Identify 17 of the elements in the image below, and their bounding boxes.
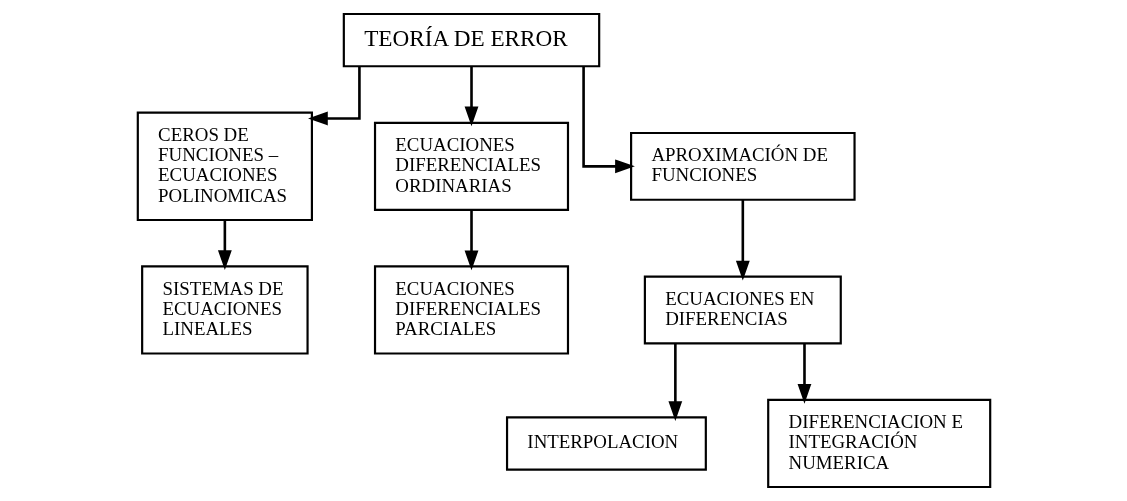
node-box: ECUACIONES EN DIFERENCIAS [643, 275, 842, 345]
arrow [464, 210, 478, 271]
node-box: ECUACIONES DIFERENCIALES ORDINARIAS [373, 121, 569, 211]
arrow [307, 66, 361, 126]
arrow [797, 343, 811, 404]
node-box: TEORÍA DE ERROR [342, 12, 600, 68]
arrow [217, 220, 232, 271]
arrow [581, 66, 635, 174]
arrow [735, 200, 750, 281]
arrow [667, 343, 682, 421]
node-box: SISTEMAS DE ECUACIONES LINEALES [140, 265, 309, 355]
node-box: CEROS DE FUNCIONES – ECUACIONES POLINOMICAS [136, 111, 313, 222]
node-box: ECUACIONES DIFERENCIALES PARCIALES [373, 265, 569, 355]
node-box: DIFERENCIACION E INTEGRACIÓN NUMERICA [766, 398, 991, 489]
arrow [464, 66, 478, 127]
node-box: APROXIMACIÓN DE FUNCIONES [629, 131, 856, 201]
node-box: INTERPOLACION [505, 416, 707, 471]
